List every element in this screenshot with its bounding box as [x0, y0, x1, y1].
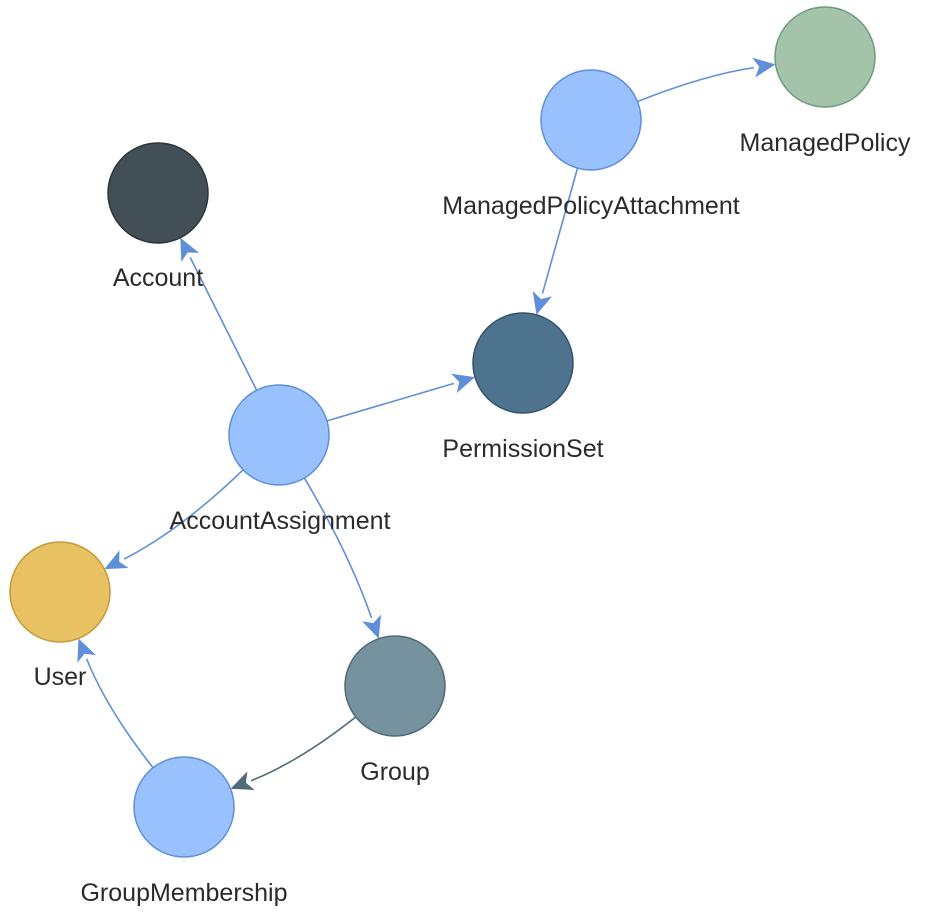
edge-line: [541, 167, 579, 294]
node-label: AccountAssignment: [170, 507, 391, 535]
edge-group-membership-to-user: [77, 638, 154, 769]
node-circle[interactable]: [133, 756, 235, 858]
edge-account-assignment-to-user: [104, 469, 244, 570]
node-account[interactable]: Account: [107, 142, 209, 292]
arrowhead-icon: [532, 290, 553, 315]
edge-line: [189, 257, 258, 391]
node-circle[interactable]: [107, 142, 209, 244]
node-circle[interactable]: [228, 384, 330, 486]
node-managed-policy[interactable]: ManagedPolicy: [740, 6, 911, 157]
node-circle[interactable]: [344, 635, 446, 737]
node-circle[interactable]: [774, 6, 876, 108]
edge-account-assignment-to-account: [180, 237, 258, 391]
node-managed-policy-attachment[interactable]: ManagedPolicyAttachment: [442, 69, 740, 220]
node-circle[interactable]: [472, 312, 574, 414]
edge-account-assignment-to-group: [303, 477, 381, 639]
edge-group-to-group-membership: [230, 716, 357, 791]
node-label: PermissionSet: [442, 435, 603, 463]
edge-managed-policy-attachment-to-managed-policy: [637, 57, 776, 103]
edge-account-assignment-to-permission-set: [326, 373, 476, 422]
arrowhead-icon: [180, 237, 200, 262]
node-label: ManagedPolicy: [740, 129, 911, 157]
arrowhead-icon: [362, 614, 381, 639]
arrowhead-icon: [104, 550, 129, 570]
nodes-layer: ManagedPolicyManagedPolicyAttachmentAcco…: [9, 6, 911, 907]
arrowhead-icon: [230, 771, 255, 791]
arrowhead-icon: [77, 638, 96, 663]
node-permission-set[interactable]: PermissionSet: [442, 312, 604, 463]
node-account-assignment[interactable]: AccountAssignment: [170, 384, 391, 535]
node-label: Group: [360, 758, 429, 786]
edge-line: [303, 477, 373, 619]
node-user[interactable]: User: [9, 541, 111, 691]
edge-line: [326, 382, 455, 422]
edge-managed-policy-attachment-to-permission-set: [532, 167, 579, 315]
edge-line: [85, 658, 154, 769]
node-group-membership[interactable]: GroupMembership: [80, 756, 288, 907]
node-label: ManagedPolicyAttachment: [442, 192, 739, 220]
edges-layer: [77, 57, 776, 791]
node-group[interactable]: Group: [344, 635, 446, 786]
edge-line: [250, 716, 357, 782]
edge-line: [123, 469, 244, 560]
node-circle[interactable]: [540, 69, 642, 171]
node-label: User: [34, 663, 87, 691]
node-circle[interactable]: [9, 541, 111, 643]
edge-line: [637, 66, 754, 103]
node-label: Account: [113, 264, 203, 292]
arrowhead-icon: [752, 57, 776, 78]
arrowhead-icon: [451, 373, 476, 393]
node-label: GroupMembership: [80, 879, 287, 907]
